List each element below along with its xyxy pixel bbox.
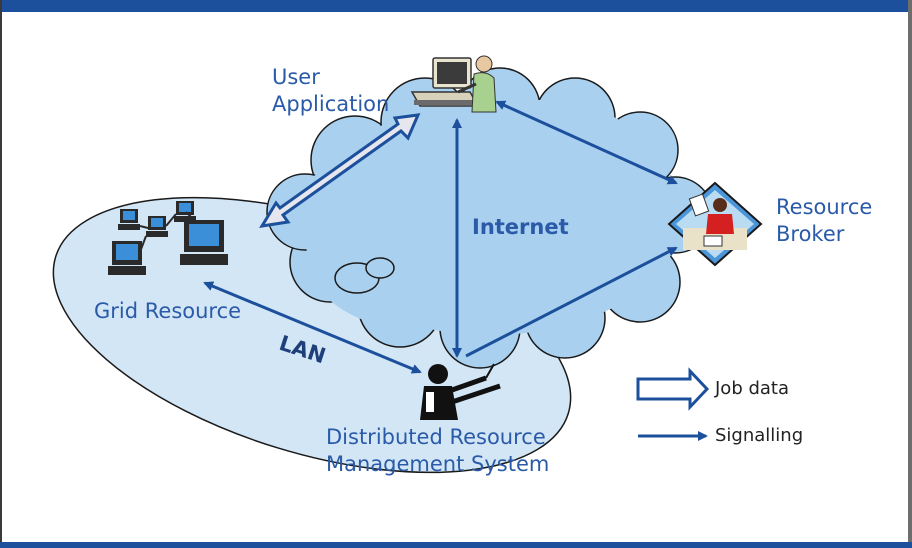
top-frame-bar xyxy=(0,0,912,12)
signal-grid-drms xyxy=(203,281,422,374)
grid-resource-icon xyxy=(108,201,228,275)
signalling-lines xyxy=(203,100,678,374)
bottom-frame-bar xyxy=(0,542,912,548)
signal-user-broker xyxy=(495,100,678,185)
internet-label: Internet xyxy=(472,215,569,239)
job-data-arrow xyxy=(259,113,421,228)
grid-resource-label: Grid Resource xyxy=(94,299,242,323)
resource-broker-icon xyxy=(667,181,763,267)
user-application-label-line2: Application xyxy=(272,92,390,116)
left-frame-edge xyxy=(0,0,2,548)
right-frame-edge xyxy=(908,0,912,548)
drms-label-line2: Management System xyxy=(326,452,550,476)
user-application-icon xyxy=(410,55,497,113)
resource-broker-label-line1: Resource xyxy=(776,195,873,219)
user-application-label-line1: User xyxy=(272,65,320,89)
legend-signalling-label: Signalling xyxy=(715,425,804,446)
drms-figure-icon xyxy=(420,363,501,420)
resource-broker-label-line2: Broker xyxy=(776,222,845,246)
signal-drms-broker xyxy=(465,246,678,358)
legend-job-data-arrow xyxy=(636,367,710,411)
drms-label-line1: Distributed Resource xyxy=(326,425,546,449)
legend-job-data-label: Job data xyxy=(715,378,790,399)
